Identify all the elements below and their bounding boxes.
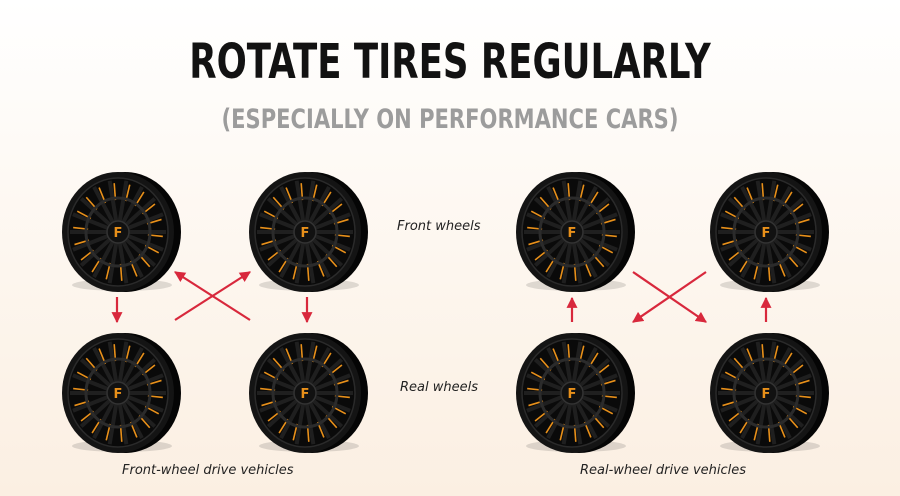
- svg-text:F: F: [114, 226, 123, 241]
- front-wheels-label: Front wheels: [397, 219, 481, 234]
- wheel-icon: F: [710, 172, 829, 292]
- svg-text:F: F: [301, 226, 310, 241]
- rear-wheels-label: Real wheels: [400, 380, 478, 395]
- wheel-icon: F: [62, 333, 181, 453]
- wheel-icon: F: [516, 333, 635, 453]
- svg-text:F: F: [114, 387, 123, 402]
- wheel-icon: F: [710, 333, 829, 453]
- page-title: ROTATE TIRES REGULARLY: [189, 34, 711, 90]
- page-subtitle: (ESPECIALLY ON PERFORMANCE CARS): [221, 104, 679, 135]
- wheel-icon: F: [249, 172, 368, 292]
- wheel-icon: F: [62, 172, 181, 292]
- svg-text:F: F: [762, 387, 771, 402]
- fwd-arrow-cross-to-front-right: [174, 271, 251, 321]
- rwd-arrow-cross-to-rear-right: [632, 271, 707, 323]
- wheels-layer: F F F F F F F F: [62, 172, 829, 453]
- rwd-caption: Real-wheel drive vehicles: [580, 463, 747, 478]
- fwd-caption: Front-wheel drive vehicles: [122, 463, 294, 478]
- arrows-layer: [111, 271, 772, 324]
- svg-text:F: F: [568, 226, 577, 241]
- wheel-icon: F: [516, 172, 635, 292]
- svg-text:F: F: [301, 387, 310, 402]
- svg-text:F: F: [568, 387, 577, 402]
- wheel-icon: F: [249, 333, 368, 453]
- svg-text:F: F: [762, 226, 771, 241]
